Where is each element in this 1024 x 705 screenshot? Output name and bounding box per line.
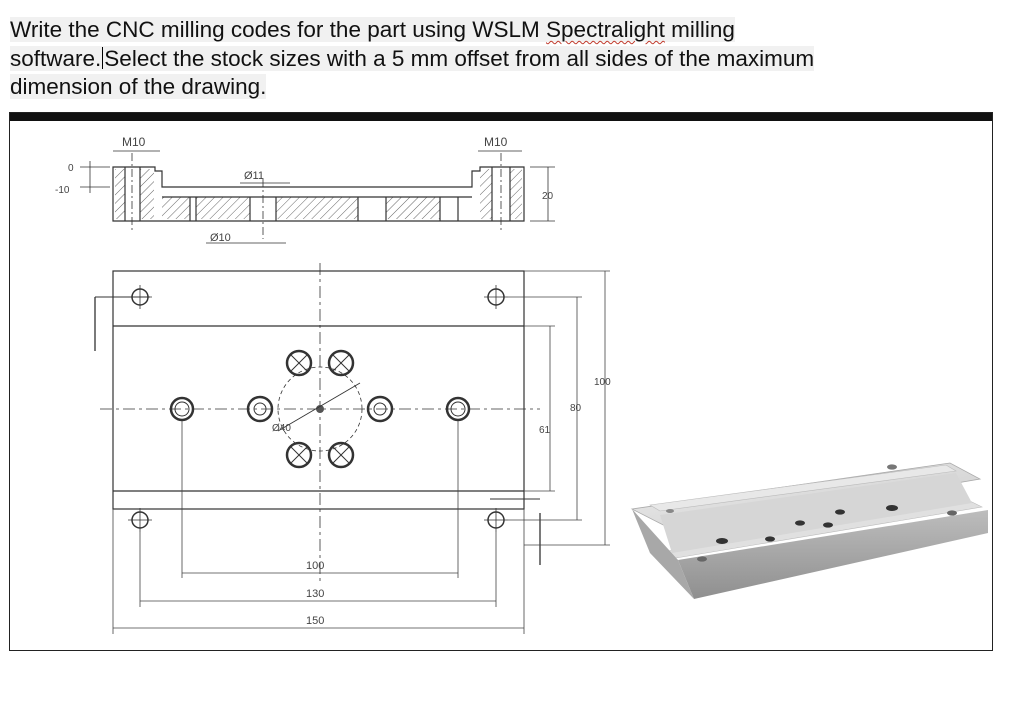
height-dim-label: 20 bbox=[542, 191, 554, 202]
question-line-3-text: dimension of the drawing. bbox=[10, 74, 267, 99]
dim-61-label: 61 bbox=[539, 425, 551, 436]
thread-label-right: M10 bbox=[484, 135, 508, 149]
dim-130-label: 130 bbox=[306, 588, 324, 600]
dim-80-label: 80 bbox=[570, 403, 582, 414]
spellcheck-word: Spectralight bbox=[546, 17, 665, 42]
dimension-lines bbox=[112, 270, 610, 634]
bolt-circle-label: Ø40 bbox=[272, 423, 291, 434]
text-caret bbox=[102, 46, 104, 69]
dim-100-vertical-label: 100 bbox=[594, 377, 611, 388]
section-view bbox=[80, 150, 555, 244]
plan-view bbox=[94, 263, 541, 583]
drawing-canvas: M10 M10 Ø11 Ø10 0 -10 20 bbox=[55, 135, 988, 634]
thread-label-left: M10 bbox=[122, 135, 146, 149]
level-zero-label: 0 bbox=[68, 163, 74, 174]
bolt-circle-holes bbox=[246, 349, 394, 469]
figure-top-border bbox=[10, 113, 992, 121]
question-line-3: dimension of the drawing. bbox=[10, 73, 910, 102]
question-text: Write the CNC milling codes for the part… bbox=[10, 16, 910, 102]
isometric-part-render bbox=[630, 462, 988, 599]
hole-bottom-label: Ø10 bbox=[210, 232, 231, 244]
engineering-drawing: M10 M10 Ø11 Ø10 0 -10 20 bbox=[9, 112, 993, 651]
question-line-2: software.Select the stock sizes with a 5… bbox=[10, 45, 910, 74]
question-line-2-text: Select the stock sizes with a 5 mm offse… bbox=[104, 45, 815, 71]
corner-holes bbox=[128, 285, 508, 532]
question-line-1-end: milling bbox=[664, 17, 735, 42]
dim-150-label: 150 bbox=[306, 615, 324, 627]
question-line-2-start: software. bbox=[10, 45, 102, 71]
hole-top-label: Ø11 bbox=[244, 170, 264, 182]
outer-holes bbox=[169, 396, 471, 422]
dim-100-label: 100 bbox=[306, 560, 324, 572]
level-minus-ten-label: -10 bbox=[55, 185, 70, 196]
question-line-1-text: Write the CNC milling codes for the part… bbox=[10, 17, 547, 42]
question-line-1: Write the CNC milling codes for the part… bbox=[10, 16, 910, 45]
